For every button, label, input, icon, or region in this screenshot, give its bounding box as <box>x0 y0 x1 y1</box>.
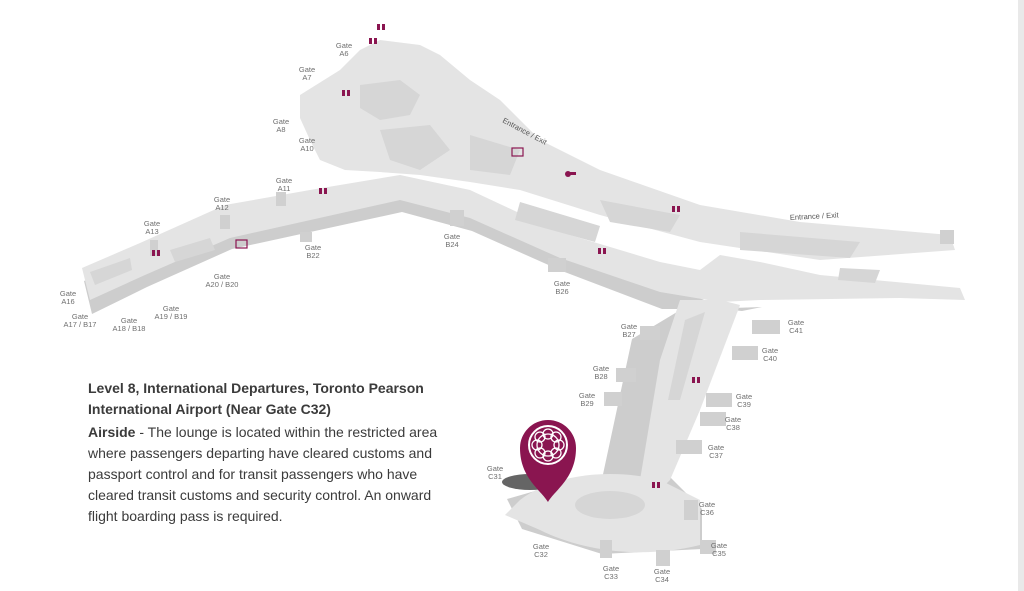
location-description: Level 8, International Departures, Toron… <box>88 378 458 527</box>
gate-number: A7 <box>302 73 311 82</box>
gate-number: C34 <box>655 575 669 584</box>
gate-number: B22 <box>306 251 319 260</box>
gate-label: Gate <box>121 316 137 325</box>
gate-label: Gate <box>444 232 460 241</box>
gate-number: A11 <box>278 184 291 193</box>
gate-number: A16 <box>61 297 74 306</box>
gate-label: Gate <box>299 136 315 145</box>
gate-number: B29 <box>580 399 593 408</box>
airside-label: Airside <box>88 424 136 440</box>
gate-label: Gate <box>299 65 315 74</box>
accessibility-icon <box>565 171 576 177</box>
gate-number: A6 <box>339 49 348 58</box>
gate-number: C31 <box>488 472 502 481</box>
gate-number: A8 <box>276 125 285 134</box>
gate-number: B26 <box>555 287 568 296</box>
location-title: Level 8, International Departures, Toron… <box>88 378 458 420</box>
gate-label: Gate <box>214 272 230 281</box>
page-edge-divider <box>1018 0 1024 591</box>
gate-label: Gate <box>163 304 179 313</box>
gate-label: Gate <box>144 219 160 228</box>
elevator-icon <box>235 147 524 249</box>
gate-number: C38 <box>726 423 740 432</box>
location-details: Airside - The lounge is located within t… <box>88 422 458 527</box>
gate-label: Gate <box>711 541 727 550</box>
gate-number: A12 <box>215 203 228 212</box>
gate-label: Gate <box>593 364 609 373</box>
gate-number: A19 / B19 <box>155 312 188 321</box>
gate-label: Gate <box>699 500 715 509</box>
gate-number: A17 / B17 <box>64 320 97 329</box>
gate-label: Gate <box>273 117 289 126</box>
gate-label: Gate <box>654 567 670 576</box>
terminal-floor <box>82 40 965 566</box>
gate-number: C35 <box>712 549 726 558</box>
gate-label: Gate <box>554 279 570 288</box>
gate-number: C41 <box>789 326 803 335</box>
location-title-line2: International Airport (Near Gate C32) <box>88 401 331 417</box>
gate-number: A18 / B18 <box>113 324 146 333</box>
gate-label: Gate <box>336 41 352 50</box>
gate-label: Gate <box>736 392 752 401</box>
gate-label: Gate <box>788 318 804 327</box>
gate-label: Gate <box>305 243 321 252</box>
gate-label: Gate <box>579 391 595 400</box>
gate-number: B28 <box>594 372 607 381</box>
gate-label: Gate <box>60 289 76 298</box>
entrance-exit-label-east: Entrance / Exit <box>790 210 840 222</box>
location-title-line1: Level 8, International Departures, Toron… <box>88 380 424 396</box>
gate-label: Gate <box>72 312 88 321</box>
restroom-icon <box>152 24 700 488</box>
gate-label: Gate <box>603 564 619 573</box>
gate-number: C32 <box>534 550 548 559</box>
gate-number: B27 <box>622 330 635 339</box>
gate-number: A10 <box>300 144 313 153</box>
gate-label: Gate <box>276 176 292 185</box>
gate-label: Gate <box>762 346 778 355</box>
gate-number: C36 <box>700 508 714 517</box>
gate-label: Gate <box>725 415 741 424</box>
gate-label: Gate <box>214 195 230 204</box>
gate-number: C33 <box>604 572 618 581</box>
gate-number: C39 <box>737 400 751 409</box>
gate-label: Gate <box>708 443 724 452</box>
gate-label: Gate <box>533 542 549 551</box>
gate-number: C37 <box>709 451 723 460</box>
airside-description: - The lounge is located within the restr… <box>88 424 438 524</box>
gate-number: B24 <box>445 240 458 249</box>
gate-label: Gate <box>487 464 503 473</box>
gate-number: A13 <box>145 227 158 236</box>
gate-number: A20 / B20 <box>206 280 239 289</box>
gate-number: C40 <box>763 354 777 363</box>
gate-label: Gate <box>621 322 637 331</box>
lounge-location-pin-icon[interactable] <box>502 420 576 502</box>
